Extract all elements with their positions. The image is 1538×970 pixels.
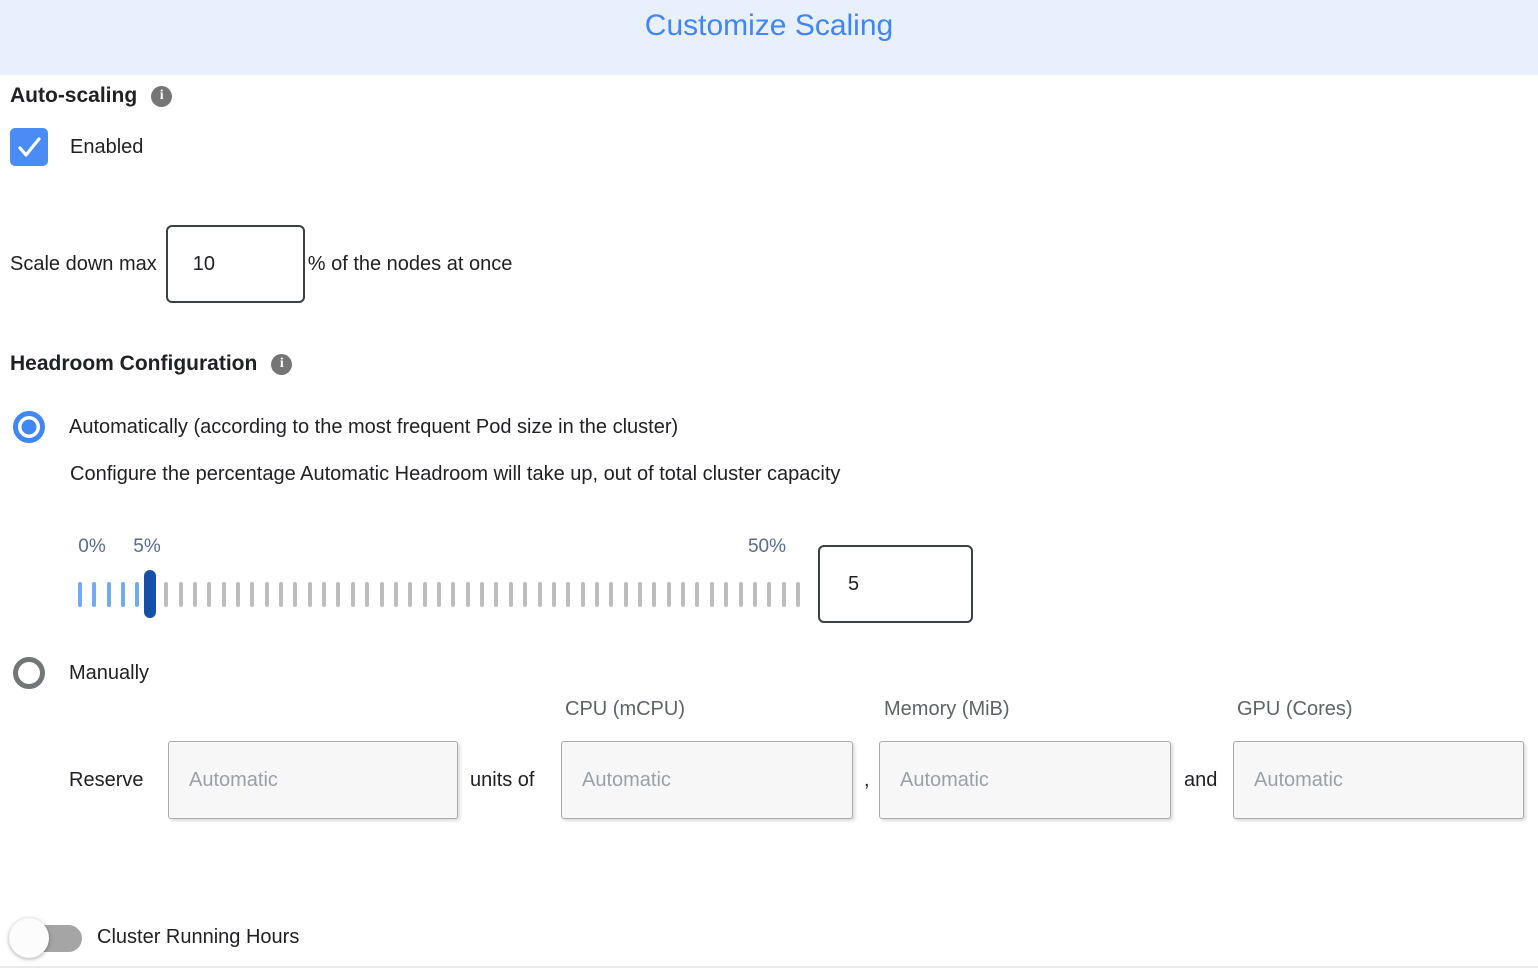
slider-tick (480, 582, 485, 607)
scale-down-prefix: Scale down max (10, 252, 157, 275)
automatic-option-label: Automatically (according to the most fre… (69, 415, 679, 438)
slider-tick (322, 582, 327, 607)
slider-tick (566, 582, 571, 607)
slider-tick (494, 582, 499, 607)
auto-scaling-section: Auto-scaling i (10, 84, 173, 108)
check-icon (18, 137, 41, 157)
manual-reserve-row: Reserve units of , and (0, 741, 1538, 819)
slider-tick (795, 582, 800, 607)
manual-option-label: Manually (69, 661, 150, 684)
automatic-radio[interactable] (13, 411, 45, 443)
comma-separator: , (864, 769, 870, 791)
slider-handle[interactable] (144, 570, 157, 618)
radio-dot (21, 419, 37, 435)
bottom-divider (0, 966, 1538, 968)
memory-column-header: Memory (MiB) (884, 698, 1010, 720)
auto-scaling-label: Auto-scaling (10, 84, 138, 107)
slider-tick (135, 582, 140, 607)
manual-radio[interactable] (13, 657, 45, 689)
slider-tick (106, 582, 111, 607)
slider-tick (250, 582, 255, 607)
auto-scaling-enabled-row: Enabled (10, 128, 143, 166)
slider-tick (92, 582, 97, 607)
scale-down-suffix: % of the nodes at once (307, 252, 513, 275)
gpu-column-header: GPU (Cores) (1237, 698, 1353, 720)
headroom-auto-description: Configure the percentage Automatic Headr… (70, 463, 841, 485)
memory-input[interactable] (879, 741, 1171, 819)
slider-tick (594, 582, 599, 607)
slider-tick (695, 582, 700, 607)
slider-current-label: 5% (133, 536, 161, 557)
slider-tick (264, 582, 269, 607)
slider-tick (365, 582, 370, 607)
and-label: and (1184, 769, 1218, 791)
slider-tick (78, 582, 82, 607)
slider-tick (508, 582, 513, 607)
slider-tick (192, 582, 197, 607)
slider-tick (221, 582, 226, 607)
slider-tick (207, 582, 212, 607)
slider-tick (393, 582, 398, 607)
slider-tick (580, 582, 585, 607)
slider-tick (408, 582, 413, 607)
slider-tick (781, 582, 786, 607)
cpu-column-header: CPU (mCPU) (565, 698, 685, 720)
slider-tick (121, 582, 126, 607)
page-title: Customize Scaling (644, 9, 894, 42)
cpu-input[interactable] (561, 741, 853, 819)
headroom-percentage-slider[interactable] (78, 570, 800, 618)
toggle-knob (9, 918, 49, 958)
slider-min-label: 0% (78, 536, 106, 557)
headroom-section: Headroom Configuration i (10, 352, 293, 376)
slider-tick (666, 582, 671, 607)
reserve-label: Reserve (69, 769, 144, 791)
headroom-percentage-input[interactable] (818, 545, 973, 623)
slider-tick (178, 582, 183, 607)
slider-tick (537, 582, 542, 607)
slider-tick (350, 582, 355, 607)
enabled-label: Enabled (70, 135, 144, 158)
dialog-header: Customize Scaling (0, 0, 1538, 75)
slider-tick (609, 582, 614, 607)
headroom-manual-option: Manually (13, 657, 149, 689)
slider-tick (451, 582, 456, 607)
slider-tick (681, 582, 686, 607)
reserve-units-input[interactable] (168, 741, 458, 819)
slider-tick (336, 582, 341, 607)
slider-tick (279, 582, 284, 607)
gpu-input[interactable] (1233, 741, 1524, 819)
slider-tick (379, 582, 384, 607)
slider-tick (307, 582, 312, 607)
slider-tick (738, 582, 743, 607)
slider-tick (422, 582, 427, 607)
slider-tick (709, 582, 714, 607)
slider-tick (436, 582, 441, 607)
slider-tick (164, 582, 169, 607)
slider-tick (752, 582, 757, 607)
slider-tick (638, 582, 643, 607)
slider-tick (235, 582, 240, 607)
slider-tick (523, 582, 528, 607)
units-of-label: units of (470, 769, 535, 791)
slider-tick (551, 582, 556, 607)
headroom-label: Headroom Configuration (10, 352, 258, 375)
scale-down-max-input[interactable] (165, 225, 305, 303)
cluster-running-hours-label: Cluster Running Hours (97, 926, 300, 948)
info-icon[interactable]: i (271, 353, 293, 375)
slider-max-label: 50% (747, 536, 787, 557)
info-icon[interactable]: i (151, 85, 173, 107)
slider-tick (293, 582, 298, 607)
slider-tick (465, 582, 470, 607)
scale-down-row: Scale down max % of the nodes at once (10, 225, 512, 303)
slider-tick (652, 582, 657, 607)
cluster-running-hours-toggle[interactable] (9, 918, 82, 958)
slider-tick (724, 582, 729, 607)
enabled-checkbox[interactable] (10, 128, 48, 166)
headroom-slider-track[interactable] (78, 582, 800, 607)
slider-tick (623, 582, 628, 607)
headroom-automatic-option: Automatically (according to the most fre… (13, 411, 678, 443)
slider-tick (767, 582, 772, 607)
